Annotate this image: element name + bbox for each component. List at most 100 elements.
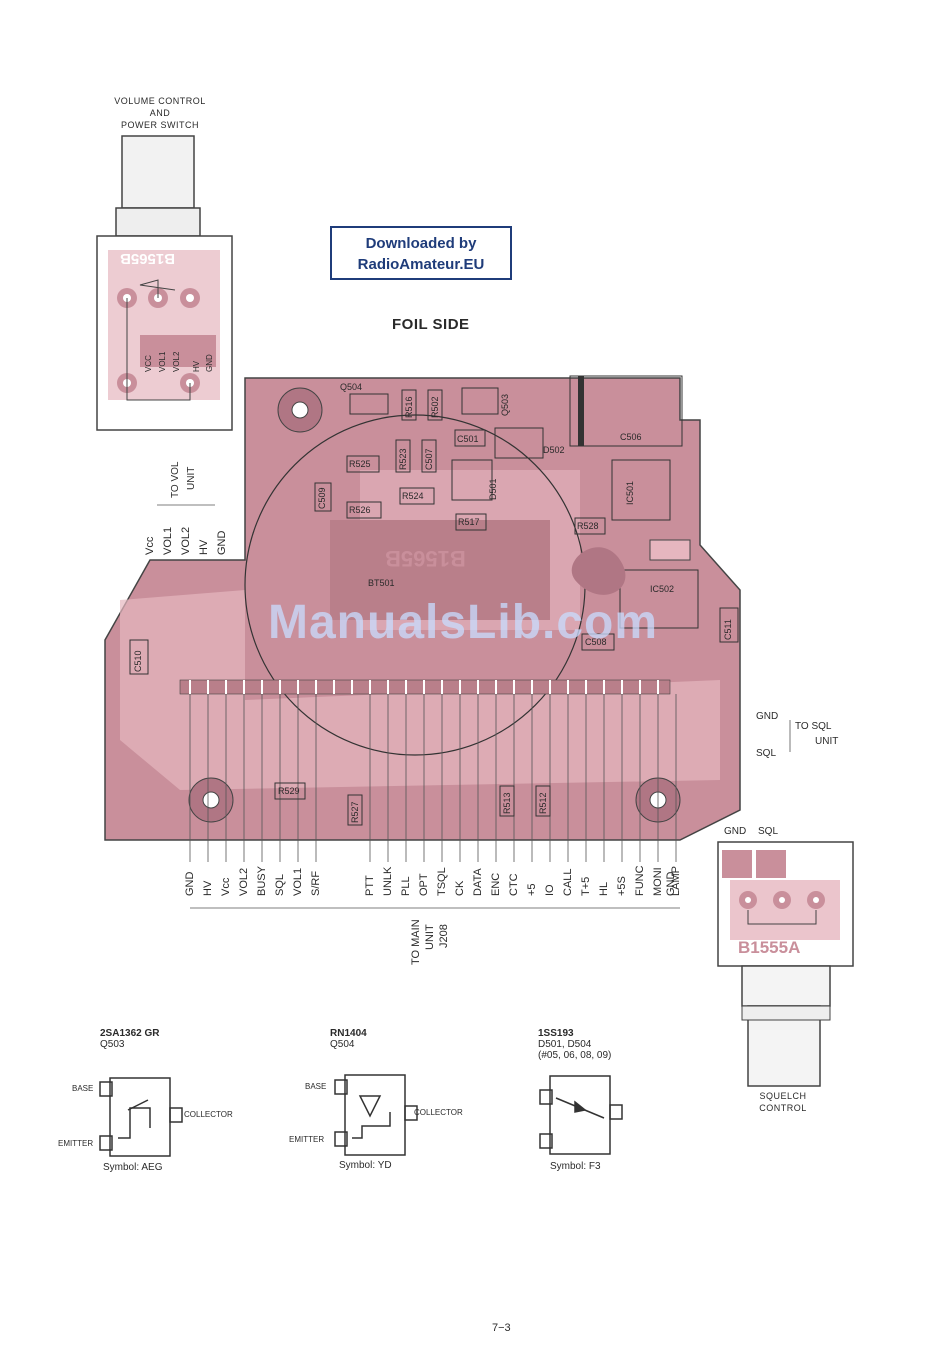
to-vol-pin-vcc: Vcc <box>144 536 156 555</box>
lbl-c507: C507 <box>424 448 434 470</box>
to-vol-pin-vol1: VOL1 <box>162 526 174 555</box>
q503-title: 2SA1362 GR <box>100 1028 160 1039</box>
banner-line2: RadioAmateur.EU <box>357 256 485 273</box>
symbol-q504: RN1404 Q504 <box>330 1028 367 1050</box>
q504-collector: COLLECTOR <box>414 1108 463 1117</box>
connector-pin-label: VOL2 <box>238 867 250 896</box>
to-main-line3: J208 <box>438 924 450 948</box>
lbl-r526: R526 <box>349 505 371 515</box>
volume-control-label: VOLUME CONTROL AND POWER SWITCH <box>100 95 220 131</box>
connector-pin-label: DATA <box>472 868 484 896</box>
to-main-line2: UNIT <box>424 924 436 950</box>
connector-pin-label: PTT <box>364 875 376 896</box>
connector-pin-label: CK <box>454 880 466 896</box>
vol-line2: AND <box>149 108 171 118</box>
q503-sub: Q503 <box>100 1039 125 1050</box>
connector-pin-label: T+5 <box>580 876 592 896</box>
lbl-r524: R524 <box>402 491 424 501</box>
q504-title: RN1404 <box>330 1028 367 1039</box>
watermark: ManualsLib.com <box>268 596 659 649</box>
vol-pin-hv: HV <box>192 360 201 372</box>
q504-base: BASE <box>305 1082 327 1091</box>
connector-pin-label: OPT <box>418 873 430 896</box>
lbl-r523: R523 <box>398 448 408 470</box>
connector-pin-label: ENC <box>490 872 502 896</box>
vol-pin-vol1: VOL1 <box>158 351 167 372</box>
connector-pin-label: +5 <box>526 883 538 896</box>
lbl-c510: C510 <box>133 650 143 672</box>
to-sql-sql: SQL <box>756 748 777 759</box>
lbl-r516: R516 <box>404 396 414 418</box>
connector-pin-label: HL <box>598 881 610 896</box>
vol-pin-gnd: GND <box>205 354 214 372</box>
connector-pin-label: UNLK <box>382 866 394 896</box>
squelch-control-label: SQUELCH CONTROL <box>738 1090 828 1114</box>
lbl-c508: C508 <box>585 637 607 647</box>
connector-pin-label: BUSY <box>256 866 268 896</box>
q503-emitter: EMITTER <box>58 1139 94 1148</box>
to-sql-line2: UNIT <box>815 736 839 747</box>
lbl-ic502: IC502 <box>650 584 675 594</box>
q503-base: BASE <box>72 1084 94 1093</box>
lbl-r528: R528 <box>577 521 599 531</box>
pcb-part-number: B1565B <box>385 546 466 571</box>
lbl-bt501: BT501 <box>368 578 395 588</box>
to-sql-gnd: GND <box>756 711 779 722</box>
connector-pin-label: HV <box>202 880 214 896</box>
q504-symbol: Symbol: YD <box>339 1160 392 1171</box>
to-sql-line1: TO SQL <box>795 721 832 732</box>
lbl-c509: C509 <box>317 487 327 509</box>
d501-sub2: (#05, 06, 08, 09) <box>538 1050 612 1061</box>
lbl-r525: R525 <box>349 459 371 469</box>
connector-pin-label: TSQL <box>436 867 448 896</box>
lbl-r513: R513 <box>502 792 512 814</box>
to-vol-pin-vol2: VOL2 <box>180 526 192 555</box>
connector-pin-label: VOL1 <box>292 867 304 896</box>
d501-sub: D501, D504 <box>538 1039 592 1050</box>
connector-pin-label: S/RF <box>310 870 322 896</box>
connector-pin-label: SQL <box>274 873 286 896</box>
d501-title: 1SS193 <box>538 1028 574 1039</box>
connector-pin-label: PLL <box>400 876 412 896</box>
to-vol-pin-gnd: GND <box>216 530 228 555</box>
lbl-r529: R529 <box>278 786 300 796</box>
lbl-d502: D502 <box>543 445 565 455</box>
lbl-r512: R512 <box>538 792 548 814</box>
connector-pin-label: Vcc <box>220 877 232 896</box>
lbl-c511: C511 <box>723 619 733 640</box>
vol-line1: VOLUME CONTROL <box>114 96 206 106</box>
connector-pin-label: FUNC <box>634 865 646 896</box>
lbl-r527: R527 <box>350 801 360 823</box>
lbl-q504: Q504 <box>340 382 363 392</box>
vol-pin-vcc: VCC <box>144 355 153 372</box>
sq-sql: SQL <box>758 826 779 837</box>
vol-pin-vol2: VOL2 <box>172 351 181 372</box>
lbl-c506: C506 <box>620 432 642 442</box>
lbl-c501: C501 <box>457 434 479 444</box>
sq-part-number: B1555A <box>738 938 801 957</box>
connector-pin-label: MONI <box>652 867 664 896</box>
connector-pin-label: CTC <box>508 873 520 896</box>
lbl-r502: R502 <box>430 396 440 418</box>
banner-line1: Downloaded by <box>365 235 477 252</box>
connector-pin-label: IO <box>544 884 556 896</box>
lbl-q503: Q503 <box>500 393 510 416</box>
sq-gnd: GND <box>724 826 747 837</box>
symbol-d501: 1SS193 D501, D504 (#05, 06, 08, 09) <box>538 1028 611 1061</box>
to-main-line1: TO MAIN <box>410 919 422 965</box>
lbl-d501: D501 <box>488 478 498 500</box>
q503-symbol: Symbol: AEG <box>103 1162 163 1173</box>
vol-part-number: B1565B <box>120 250 176 267</box>
to-vol-line1: TO VOL <box>170 461 181 499</box>
connector-pin-label: CALL <box>562 868 574 896</box>
connector-pin-label: GND <box>184 871 196 896</box>
connector-pin-label: +5S <box>616 876 628 896</box>
vol-line3: POWER SWITCH <box>121 120 199 130</box>
download-banner: Downloaded by RadioAmateur.EU <box>330 226 512 280</box>
lbl-r517: R517 <box>458 517 480 527</box>
lbl-ic501: IC501 <box>625 480 635 505</box>
foil-side-title: FOIL SIDE <box>392 316 470 333</box>
to-vol-pin-hv: HV <box>198 539 210 555</box>
connector-pin-label: GND <box>665 871 677 896</box>
